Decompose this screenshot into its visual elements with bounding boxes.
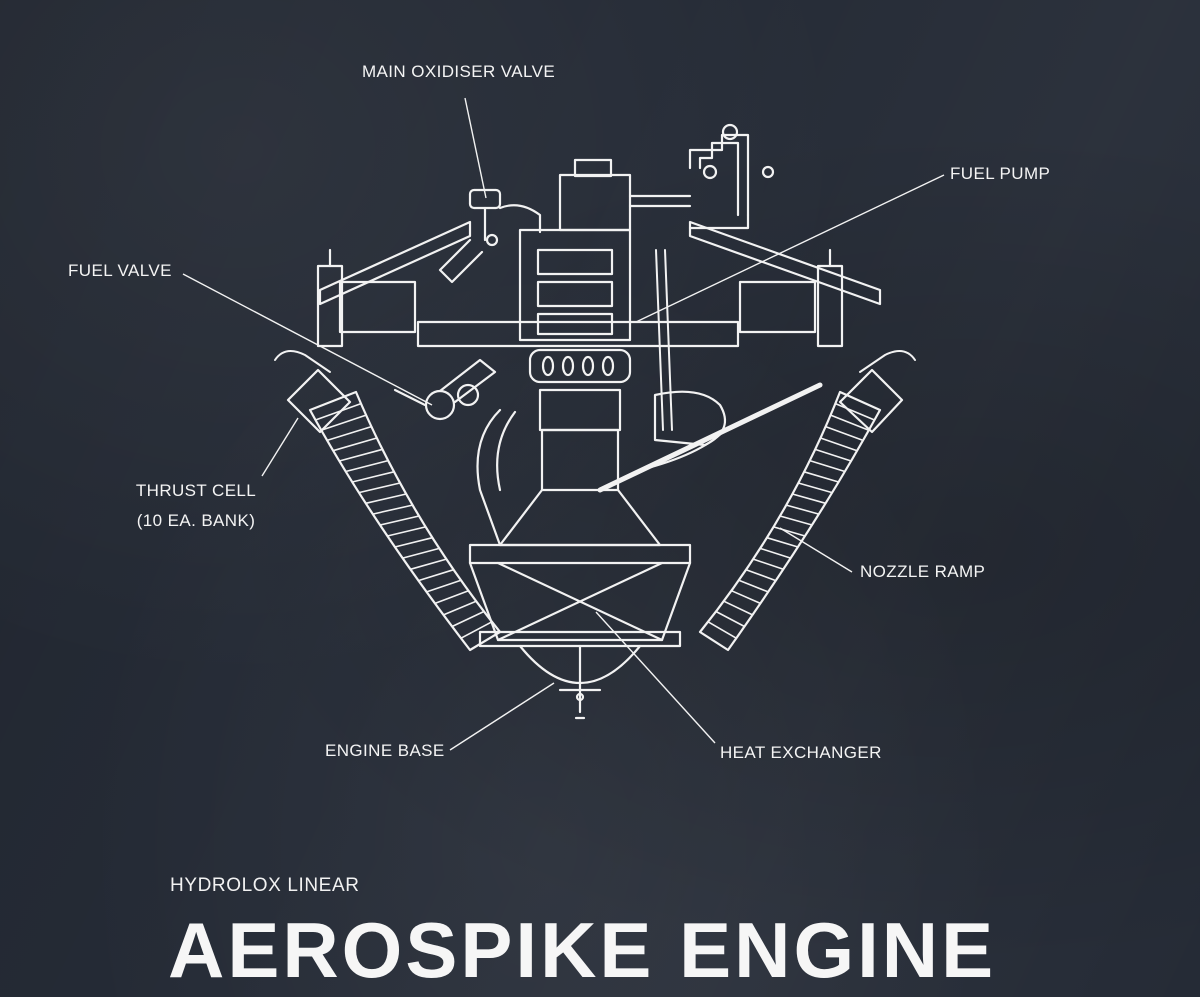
left-ramp-rib xyxy=(371,504,414,515)
right-ramp-rib xyxy=(824,425,864,442)
left-ramp-rib xyxy=(460,620,493,640)
left-thrust-cell xyxy=(286,368,352,434)
right-ramp-rib xyxy=(803,470,840,483)
right-ramp-rib xyxy=(759,547,792,559)
left-ramp-rib xyxy=(344,459,389,473)
injector-manifold xyxy=(528,348,632,384)
fuel-valve-label: FUEL VALVE xyxy=(68,261,172,280)
left-ramp-rib xyxy=(364,493,408,505)
right-ramp-rib xyxy=(772,526,806,537)
thrust-cell-label-line1: THRUST CELL xyxy=(135,481,257,500)
right-thrust-cell xyxy=(838,368,904,434)
engine-base-label: ENGINE BASE xyxy=(325,741,445,760)
leader-nozzle-ramp xyxy=(779,527,853,573)
heat-exchanger-label: HEAT EXCHANGER xyxy=(720,743,882,762)
left-ramp-rib xyxy=(451,610,485,628)
right-ramp-rib xyxy=(707,620,738,640)
main-oxidiser-valve-assembly xyxy=(438,188,542,284)
left-ramp-rib xyxy=(351,470,395,483)
right-ramp-rib xyxy=(730,589,762,605)
fuel-pump-plumbing xyxy=(628,123,775,230)
main-oxidiser-valve-label: MAIN OXIDISER VALVE xyxy=(362,62,556,81)
leader-fuel-valve xyxy=(182,273,433,406)
right-ramp-rib xyxy=(715,610,746,628)
right-ramp-rib xyxy=(808,459,846,473)
leader-lines xyxy=(182,97,945,751)
turbopump-housing xyxy=(518,228,632,342)
fuel-valve-assembly xyxy=(393,358,497,421)
left-ramp-rib xyxy=(358,482,401,494)
right-ramp-rib xyxy=(737,579,770,593)
right-ramp-rib xyxy=(797,482,833,494)
left-ramp-rib xyxy=(386,526,427,537)
diagram-title: AEROSPIKE ENGINE xyxy=(168,906,997,994)
left-ramp-rib xyxy=(417,568,455,582)
right-ramp-rib xyxy=(779,515,813,526)
right-ramp-rib xyxy=(819,437,858,452)
gas-generator xyxy=(558,173,632,232)
left-ramp-rib xyxy=(332,437,378,452)
right-upper-block xyxy=(738,280,817,334)
left-ramp-rib xyxy=(338,448,384,462)
right-ramp-rib xyxy=(814,448,852,462)
left-ramp-rib xyxy=(326,425,373,442)
thrust-cell-label-line2: (10 EA. BANK) xyxy=(136,511,256,530)
right-ramp-rib xyxy=(785,504,820,515)
right-ramp-rib xyxy=(745,568,777,582)
leader-thrust-cell xyxy=(261,417,299,477)
lower-frame xyxy=(468,543,692,565)
left-ramp-rib xyxy=(401,547,441,559)
left-ramp-rib xyxy=(394,536,434,548)
left-ramp-rib xyxy=(320,414,367,432)
right-ramp-rib xyxy=(834,402,876,421)
right-ramp-rib xyxy=(722,600,754,616)
left-ramp-rib xyxy=(409,558,448,571)
right-ramp-rib xyxy=(791,493,827,505)
left-ramp-rib xyxy=(379,515,420,526)
left-ramp-rib xyxy=(442,600,477,616)
leader-fuel-pump xyxy=(635,174,945,323)
right-ramp-rib xyxy=(829,414,870,432)
combustion-chamber xyxy=(498,488,662,547)
nozzle-ramp-label: NOZZLE RAMP xyxy=(860,562,986,581)
leader-engine-base xyxy=(449,682,555,751)
right-ramp-rib xyxy=(752,558,785,571)
right-strut xyxy=(688,220,882,306)
right-ramp-rib xyxy=(766,536,799,548)
left-strut xyxy=(318,220,472,306)
left-ramp-rib xyxy=(314,402,362,421)
fuel-pump-label: FUEL PUMP xyxy=(950,164,1051,183)
left-ramp-rib xyxy=(434,589,470,605)
thrust-cell-label: THRUST CELL (10 EA. BANK) xyxy=(116,476,276,536)
diagram-subtitle: HYDROLOX LINEAR xyxy=(170,875,360,896)
leader-main-oxidiser-valve xyxy=(464,97,487,199)
leader-heat-exchanger xyxy=(595,611,716,744)
left-nozzle-ramp xyxy=(308,390,502,652)
left-upper-block xyxy=(338,280,417,334)
left-ramp-rib xyxy=(425,579,462,593)
